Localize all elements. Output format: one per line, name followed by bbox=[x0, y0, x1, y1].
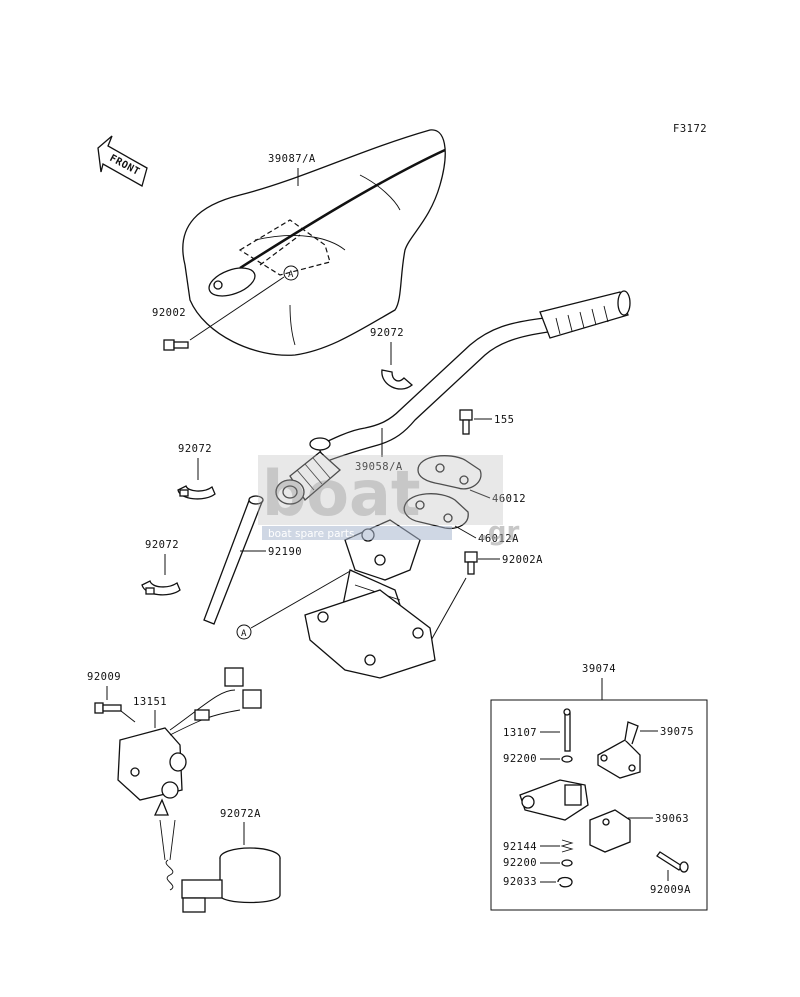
label-39075: 39075 bbox=[660, 726, 694, 738]
watermark: boat boat spare parts .gr bbox=[258, 455, 519, 547]
ref-a-bottom: A bbox=[236, 569, 353, 640]
label-92200-a: 92200 bbox=[503, 753, 537, 765]
clamp-92072-low-icon bbox=[141, 580, 181, 596]
label-92033: 92033 bbox=[503, 876, 537, 888]
svg-text:A: A bbox=[288, 270, 294, 280]
label-92072-low: 92072 bbox=[145, 539, 179, 551]
bolt-92009A-icon bbox=[656, 851, 689, 873]
svg-text:boat: boat bbox=[262, 457, 420, 530]
label-92200-b: 92200 bbox=[503, 857, 537, 869]
svg-text:A: A bbox=[241, 629, 247, 639]
body-39063 bbox=[589, 809, 631, 853]
label-92190: 92190 bbox=[268, 546, 302, 558]
handlebar-pad bbox=[182, 129, 446, 356]
label-39074: 39074 bbox=[582, 663, 616, 675]
svg-text:boat spare parts: boat spare parts bbox=[268, 528, 354, 540]
steering-holder bbox=[304, 519, 436, 679]
clamp-92072-mid-icon bbox=[177, 485, 216, 500]
washer-92200-a-icon bbox=[561, 755, 573, 763]
bolt-92009-icon bbox=[94, 702, 122, 714]
label-92009A: 92009A bbox=[650, 884, 691, 896]
label-155: 155 bbox=[494, 414, 514, 426]
front-arrow-icon: FRONT bbox=[97, 135, 148, 187]
bracket-39074 bbox=[519, 779, 589, 821]
lever-39075 bbox=[597, 721, 641, 779]
clamp-46012 bbox=[417, 455, 482, 490]
assembly-box bbox=[490, 699, 708, 911]
label-39087A: 39087/A bbox=[268, 153, 316, 165]
pin-13107-icon bbox=[563, 708, 571, 752]
label-92144: 92144 bbox=[503, 841, 537, 853]
label-92002: 92002 bbox=[152, 307, 186, 319]
label-92009: 92009 bbox=[87, 671, 121, 683]
figure-code: F3172 bbox=[673, 123, 707, 135]
clamp-92072-top-icon bbox=[381, 369, 414, 390]
svg-text:.gr: .gr bbox=[478, 517, 519, 547]
switch-13151 bbox=[117, 667, 262, 801]
label-92002A: 92002A bbox=[502, 554, 543, 566]
circlip-92033-icon bbox=[557, 876, 573, 888]
label-46012A: 46012A bbox=[478, 533, 519, 545]
label-39058A: 39058/A bbox=[355, 461, 403, 473]
spring-92144-icon bbox=[560, 839, 574, 853]
bolt-155-icon bbox=[459, 409, 473, 435]
label-39063: 39063 bbox=[655, 813, 689, 825]
ref-a-top: A bbox=[189, 265, 299, 341]
label-13107: 13107 bbox=[503, 727, 537, 739]
handlebar bbox=[275, 290, 631, 505]
bolt-92002-icon bbox=[163, 339, 189, 351]
label-92072A: 92072A bbox=[220, 808, 261, 820]
label-92072-top: 92072 bbox=[370, 327, 404, 339]
tube-92190 bbox=[203, 495, 264, 625]
clamp-46012A bbox=[403, 493, 469, 530]
washer-92200-b-icon bbox=[561, 859, 573, 867]
label-46012: 46012 bbox=[492, 493, 526, 505]
lanyard-clamp-92072A bbox=[153, 798, 281, 913]
bolt-92002A-icon bbox=[464, 551, 478, 575]
label-13151: 13151 bbox=[133, 696, 167, 708]
label-92072-mid: 92072 bbox=[178, 443, 212, 455]
